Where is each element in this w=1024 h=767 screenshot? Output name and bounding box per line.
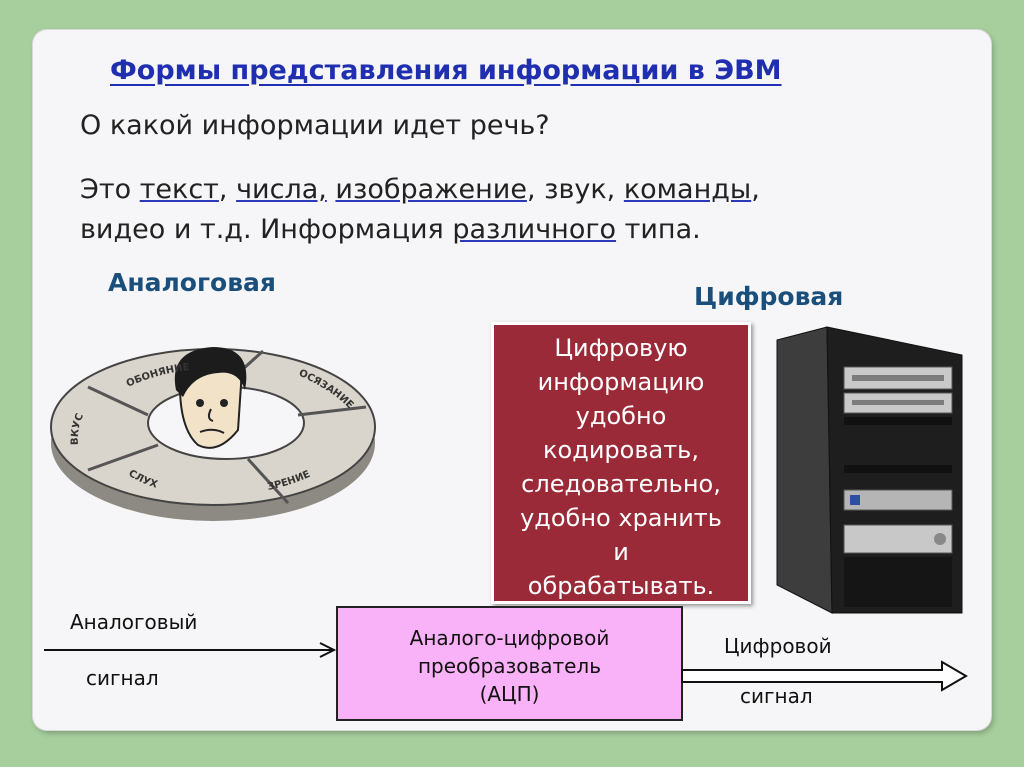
answer-sep: , xyxy=(751,174,760,205)
digital-info-line: Цифровую xyxy=(554,334,688,362)
link-numbers[interactable]: числа, xyxy=(236,174,327,205)
link-text[interactable]: текст xyxy=(139,174,219,205)
link-commands[interactable]: команды xyxy=(623,174,752,205)
answer-prefix: Это xyxy=(80,174,140,205)
digital-info-box: Цифровую информацию удобно кодировать, с… xyxy=(491,322,751,604)
digital-heading: Цифровая xyxy=(694,282,844,311)
answer-sep: , звук, xyxy=(526,174,624,205)
digital-signal-label-top: Цифровой xyxy=(724,634,832,658)
analog-signal-label-bottom: сигнал xyxy=(86,666,159,690)
adc-line: (АЦП) xyxy=(479,682,540,706)
digital-info-line: и xyxy=(613,538,629,566)
face-icon xyxy=(174,347,247,449)
digital-info-line: удобно xyxy=(575,402,667,430)
adc-line: преобразователь xyxy=(417,654,602,678)
digital-signal-arrow xyxy=(681,660,968,692)
digital-info-line: обрабатывать. xyxy=(527,572,715,600)
answer-text: Это текст, числа, изображение, звук, ком… xyxy=(80,170,760,250)
computer-tower-illustration xyxy=(776,326,963,614)
digital-info-line: кодировать, xyxy=(543,436,699,464)
analog-signal-label-top: Аналоговый xyxy=(70,610,198,634)
slide-title: Формы представления информации в ЭВМ xyxy=(110,55,782,86)
adc-box: Аналого-цифровой преобразователь (АЦП) xyxy=(336,606,683,721)
answer-line2-end: типа. xyxy=(616,214,701,245)
senses-ring-illustration: ОБОНЯНИЕ ОСЯЗАНИЕ ВКУС СЛУХ ЗРЕНИЕ xyxy=(50,347,376,521)
analog-heading: Аналоговая xyxy=(108,268,276,297)
answer-line2-start: видео и т.д. Информация xyxy=(80,214,453,245)
analog-signal-arrow xyxy=(44,642,337,658)
adc-text: Аналого-цифровой преобразователь (АЦП) xyxy=(338,624,681,708)
digital-info-line: информацию xyxy=(537,368,705,396)
link-image[interactable]: изображение xyxy=(335,174,527,205)
digital-info-line: удобно хранить xyxy=(520,504,722,532)
digital-info-line: следовательно, xyxy=(521,470,721,498)
link-various[interactable]: различного xyxy=(452,214,617,245)
adc-line: Аналого-цифровой xyxy=(409,626,610,650)
digital-info-text: Цифровую информацию удобно кодировать, с… xyxy=(494,331,748,603)
answer-sep: , xyxy=(218,174,237,205)
question-text: О какой информации идет речь? xyxy=(80,110,550,141)
digital-signal-label-bottom: сигнал xyxy=(740,684,813,708)
